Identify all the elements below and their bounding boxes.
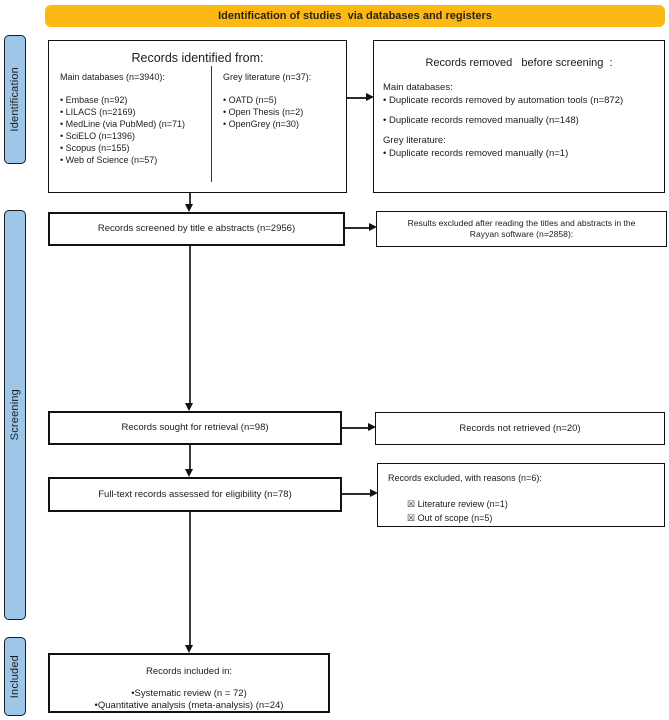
records-included-title: Records included in: [145, 666, 233, 677]
records-not-retrieved-box: Records not retrieved (n=20) [375, 412, 665, 445]
stage-identification: Identification [4, 35, 26, 164]
records-screened-label: Records screened by title e abstracts (n… [97, 223, 296, 234]
stage-included-label: Included [9, 654, 21, 699]
list-item: • Duplicate records removed manually (n=… [383, 148, 569, 159]
records-excluded-reasons-title: Records excluded, with reasons (n=6): [388, 473, 542, 483]
list-item: • LILACS (n=2169) [60, 107, 136, 117]
results-excluded-box: Results excluded after reading the title… [376, 211, 667, 247]
banner-title: Identification of studies via databases … [218, 10, 492, 22]
records-removed-title: Records removed before screening : [425, 57, 613, 69]
records-not-retrieved-label: Records not retrieved (n=20) [459, 422, 581, 434]
arrow-sought-to-fulltext [186, 445, 193, 477]
main-databases-column: Main databases (n=3940): • Embase (n=92)… [60, 72, 208, 166]
fulltext-assessed-box: Full-text records assessed for eligibili… [48, 477, 342, 512]
list-item: • Embase (n=92) [60, 95, 128, 105]
list-item: • Open Thesis (n=2) [223, 107, 304, 117]
arrow-screened-to-sought [186, 246, 193, 411]
grey-literature-column: Grey literature (n=37): • OATD (n=5) • O… [223, 72, 343, 130]
stage-identification-label: Identification [9, 67, 21, 132]
results-excluded-label: Results excluded after reading the title… [407, 218, 636, 239]
main-databases-heading: Main databases (n=3940): [60, 72, 165, 82]
list-item: • MedLine (via PubMed) (n=71) [60, 119, 185, 129]
grey-literature-heading: Grey literature (n=37): [223, 72, 312, 82]
list-item: ☒ Literature review (n=1) [407, 499, 508, 509]
records-removed-box: Records removed before screening : Main … [373, 40, 665, 193]
list-item: • OpenGrey (n=30) [223, 119, 299, 129]
column-divider [211, 66, 212, 182]
list-item: •Quantitative analysis (meta-analysis) (… [94, 700, 284, 711]
records-sought-label: Records sought for retrieval (n=98) [121, 422, 269, 433]
stage-included: Included [4, 637, 26, 716]
list-item: ☒ Out of scope (n=5) [407, 513, 493, 523]
arrow-sought-to-not-retrieved [342, 424, 376, 431]
arrow-screened-to-excluded [345, 224, 377, 231]
stage-screening-label: Screening [9, 389, 21, 441]
list-item: •Systematic review (n = 72) [131, 688, 247, 699]
records-excluded-reasons-box: Records excluded, with reasons (n=6): ☒ … [377, 463, 665, 527]
list-item: • SciELO (n=1396) [60, 131, 135, 141]
section-heading: Main databases: [383, 82, 453, 93]
list-item: • Duplicate records removed manually (n=… [383, 115, 579, 126]
list-item: • Web of Science (n=57) [60, 155, 158, 165]
arrow-identified-to-removed [347, 94, 374, 101]
records-sought-box: Records sought for retrieval (n=98) [48, 411, 342, 445]
list-item: • Scopus (n=155) [60, 143, 130, 153]
list-item: • OATD (n=5) [223, 95, 277, 105]
records-screened-box: Records screened by title e abstracts (n… [48, 212, 345, 246]
stage-screening: Screening [4, 210, 26, 620]
banner-identification-of-studies: Identification of studies via databases … [45, 5, 665, 27]
arrow-identified-to-screened [186, 193, 193, 212]
records-included-box: Records included in: •Systematic review … [48, 653, 330, 713]
list-item: • Duplicate records removed by automatio… [383, 95, 624, 106]
records-identified-box: Records identified from: Main databases … [48, 40, 347, 193]
records-identified-title: Records identified from: [131, 51, 264, 65]
arrow-fulltext-to-excluded-reasons [342, 490, 378, 497]
section-heading: Grey literature: [383, 135, 446, 146]
records-included-items: •Systematic review (n = 72) •Quantitativ… [50, 688, 328, 712]
arrow-fulltext-to-included [186, 512, 193, 653]
fulltext-assessed-label: Full-text records assessed for eligibili… [98, 488, 292, 500]
records-excluded-reasons-items: ☒ Literature review (n=1) ☒ Out of scope… [407, 497, 508, 525]
records-removed-body: Main databases: • Duplicate records remo… [383, 82, 658, 160]
